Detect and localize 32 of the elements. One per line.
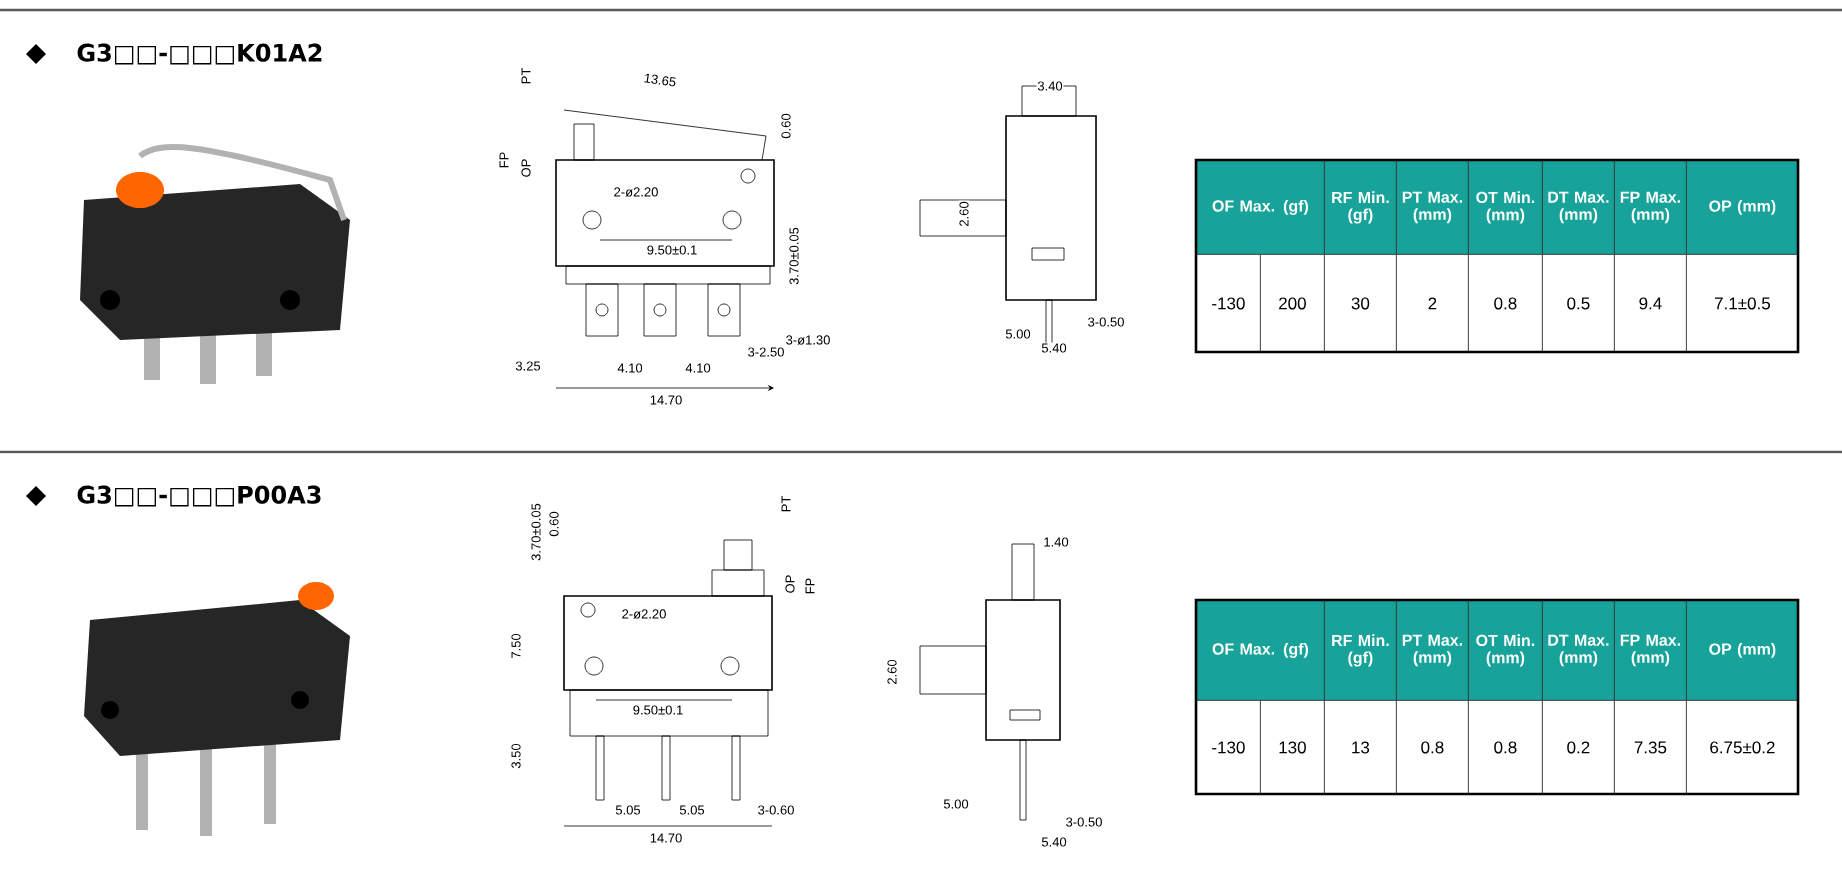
- table-cell: 9.4: [1614, 254, 1687, 353]
- table-cell: 200: [1260, 254, 1325, 353]
- table-cell: 13: [1324, 700, 1397, 795]
- table-header-cell: RF Min. (gf): [1324, 600, 1397, 701]
- table-header-cell: FP Max. (mm): [1614, 160, 1687, 255]
- table-header-cell: OP (mm): [1686, 160, 1799, 255]
- table-header-cell: DT Max. (mm): [1542, 160, 1615, 255]
- table-cell: 7.35: [1614, 700, 1687, 795]
- table-header-cell: RF Min. (gf): [1324, 160, 1397, 255]
- table-cell: 0.8: [1468, 700, 1543, 795]
- table-cell: 0.8: [1468, 254, 1543, 353]
- table-header-cell: OT Min. (mm): [1468, 160, 1543, 255]
- table-header-cell: OF Max. (gf): [1196, 160, 1325, 255]
- table-cell: 2: [1396, 254, 1469, 353]
- table-header-cell: FP Max. (mm): [1614, 600, 1687, 701]
- table-header-cell: PT Max. (mm): [1396, 600, 1469, 701]
- table-cell: -130: [1196, 700, 1261, 795]
- table-cell: 130: [1260, 700, 1325, 795]
- table-cell: 30: [1324, 254, 1397, 353]
- table-header-cell: OF Max. (gf): [1196, 600, 1325, 701]
- table-header-cell: PT Max. (mm): [1396, 160, 1469, 255]
- table-cell: 6.75±0.2: [1686, 700, 1799, 795]
- model-heading: G3□□-□□□P00A3: [77, 485, 321, 507]
- table-header-cell: OT Min. (mm): [1468, 600, 1543, 701]
- table-cell: 0.8: [1396, 700, 1469, 795]
- table-header-cell: DT Max. (mm): [1542, 600, 1615, 701]
- table-cell: 7.1±0.5: [1686, 254, 1799, 353]
- table-cell: 0.5: [1542, 254, 1615, 353]
- table-header-cell: OP (mm): [1686, 600, 1799, 701]
- model-heading: G3□□-□□□K01A2: [77, 43, 322, 65]
- table-cell: -130: [1196, 254, 1261, 353]
- table-cell: 0.2: [1542, 700, 1615, 795]
